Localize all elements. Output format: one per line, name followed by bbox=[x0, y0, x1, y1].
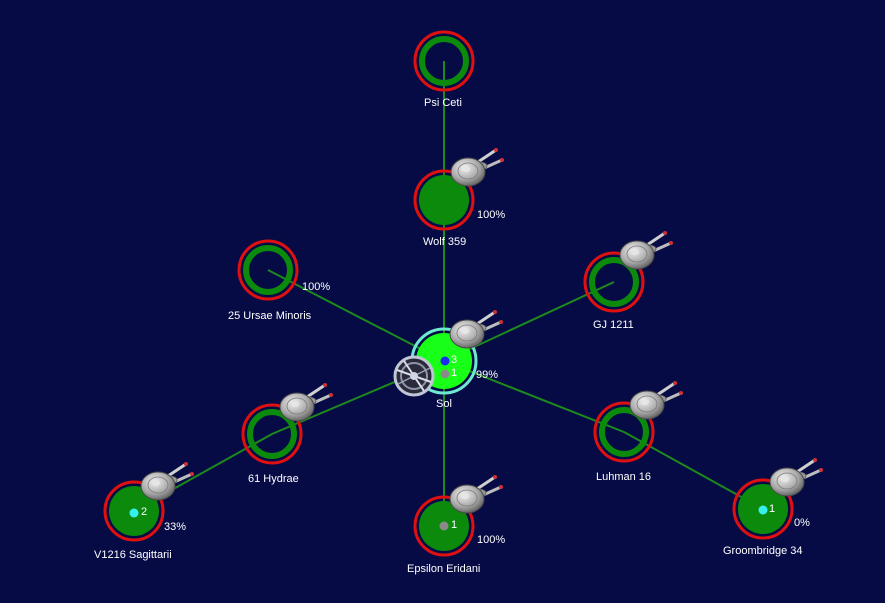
system-label-25-ursae-minoris: 25 Ursae Minoris bbox=[228, 310, 312, 322]
lane-luhman-groombridge bbox=[623, 431, 764, 510]
system-gj-1211[interactable] bbox=[583, 251, 645, 313]
system-pct-v1216-sagittarii: 33% bbox=[164, 521, 187, 533]
system-pct-epsilon-eridani: 100% bbox=[477, 534, 506, 546]
system-label-psi-ceti: Psi Ceti bbox=[424, 97, 462, 109]
space-station-icon[interactable] bbox=[393, 355, 435, 397]
fleet-count-sol-gray: 1 bbox=[451, 367, 458, 379]
fleet-dot-icon bbox=[129, 508, 139, 518]
system-label-luhman-16: Luhman 16 bbox=[596, 471, 652, 483]
fleet-dot-icon bbox=[440, 356, 450, 366]
fleet-count-groombridge: 1 bbox=[769, 503, 776, 515]
starship-icon[interactable] bbox=[448, 308, 505, 350]
system-v1216-sagittarii[interactable] bbox=[103, 480, 165, 542]
system-groombridge-34[interactable] bbox=[732, 478, 794, 540]
system-pct-25-ursae-minoris: 100% bbox=[302, 281, 331, 293]
system-epsilon-eridani[interactable] bbox=[413, 495, 475, 557]
system-pct-wolf-359: 100% bbox=[477, 209, 506, 221]
starship-icon[interactable] bbox=[448, 473, 505, 515]
system-label-wolf-359: Wolf 359 bbox=[423, 236, 467, 248]
fleet-count-sol-blue: 3 bbox=[451, 354, 458, 366]
system-label-gj-1211: GJ 1211 bbox=[593, 319, 634, 331]
hyperlanes bbox=[133, 61, 764, 526]
system-psi-ceti[interactable] bbox=[413, 30, 475, 92]
system-wolf-359[interactable] bbox=[413, 169, 475, 231]
system-25-ursae-minoris[interactable] bbox=[237, 239, 299, 301]
system-label-epsilon-eridani: Epsilon Eridani bbox=[407, 563, 481, 575]
fleet-dot-icon bbox=[758, 505, 768, 515]
starship-icon[interactable] bbox=[768, 456, 825, 498]
system-label-v1216-sagittarii: V1216 Sagittarii bbox=[94, 549, 172, 561]
fleet-count-epsilon: 1 bbox=[451, 519, 458, 531]
starship-icon[interactable] bbox=[278, 381, 335, 423]
system-label-sol: Sol bbox=[436, 398, 452, 410]
system-61-hydrae[interactable] bbox=[241, 403, 303, 465]
system-luhman-16[interactable] bbox=[593, 401, 655, 463]
starship-icon[interactable] bbox=[449, 146, 506, 188]
fleet-dot-icon bbox=[439, 521, 449, 531]
system-pct-groombridge-34: 0% bbox=[794, 517, 810, 529]
system-label-61-hydrae: 61 Hydrae bbox=[248, 473, 299, 485]
system-pct-sol: 99% bbox=[476, 369, 499, 381]
starship-icon[interactable] bbox=[628, 379, 685, 421]
system-label-groombridge-34: Groombridge 34 bbox=[723, 545, 803, 557]
starship-icon[interactable] bbox=[618, 229, 675, 271]
fleet-count-v1216: 2 bbox=[141, 506, 148, 518]
fleet-dot-icon bbox=[440, 369, 450, 379]
